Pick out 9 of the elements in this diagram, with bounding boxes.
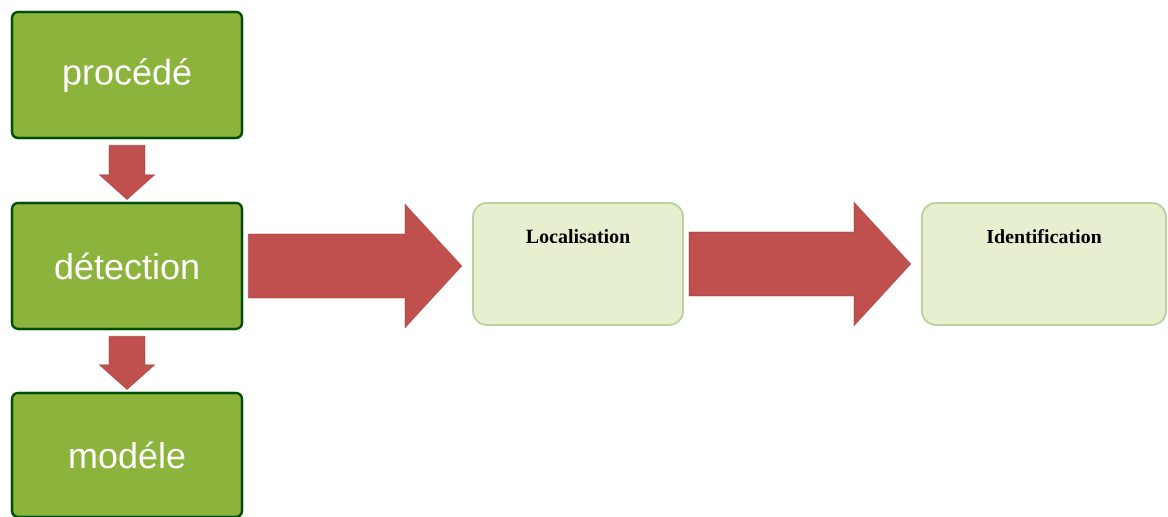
block-arrow (98, 336, 156, 390)
block-arrow (248, 203, 463, 329)
process-box: modéle (10, 391, 244, 517)
block-arrow (98, 145, 156, 200)
process-box: détection (10, 201, 244, 331)
block-arrow (688, 201, 912, 327)
process-box: procédé (10, 10, 244, 140)
process-box: Identification (921, 202, 1167, 326)
process-box: Localisation (472, 202, 684, 326)
